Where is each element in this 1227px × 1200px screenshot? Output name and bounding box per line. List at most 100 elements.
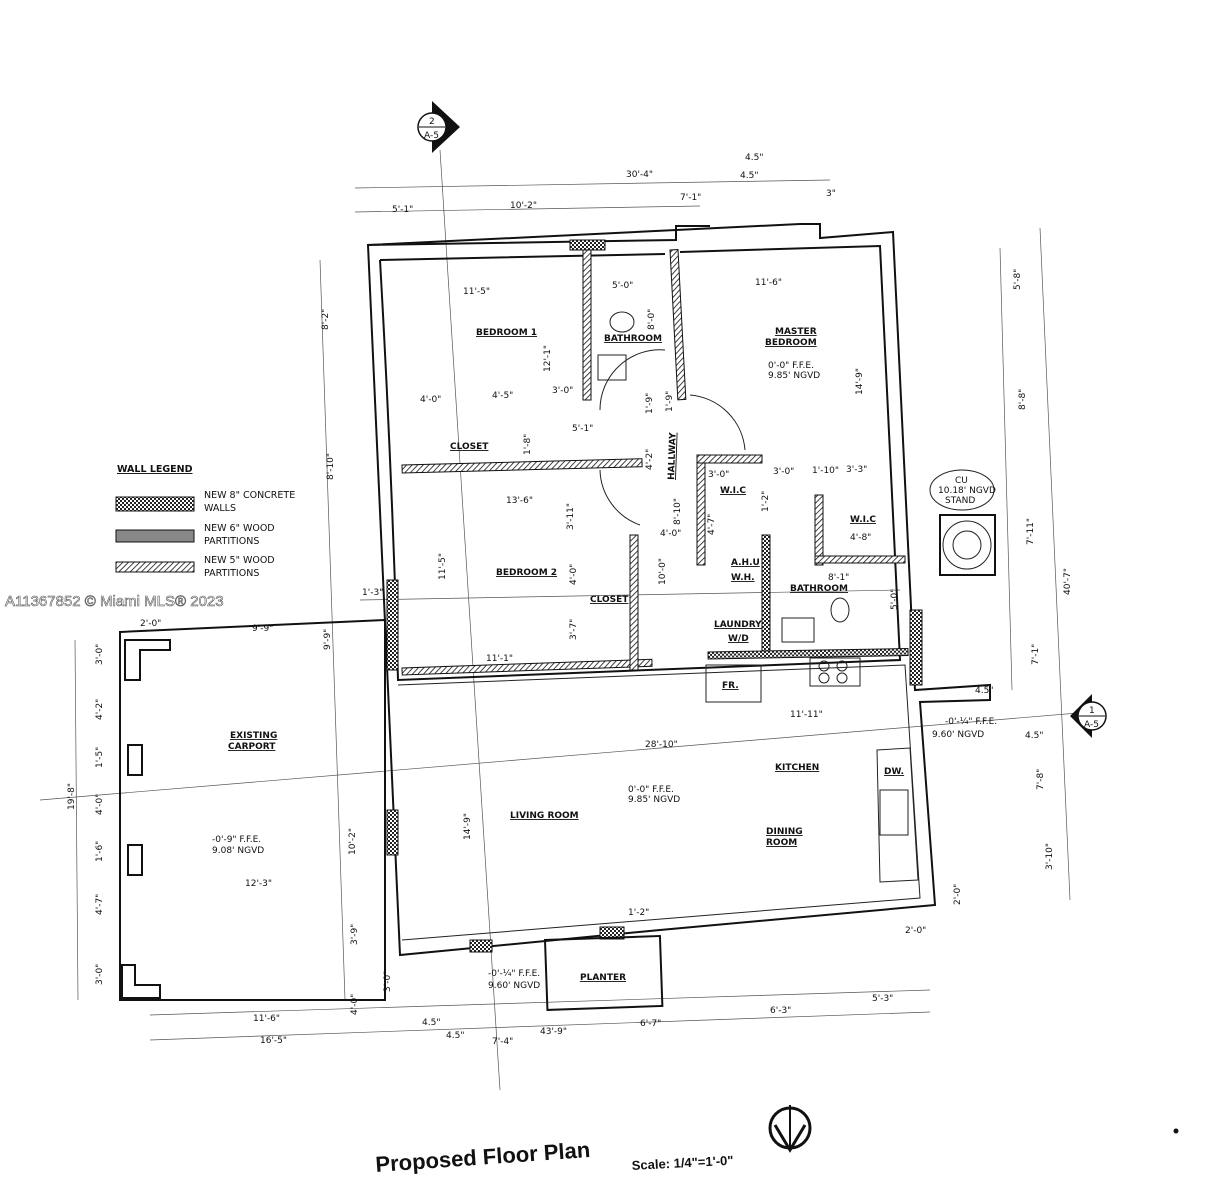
sink-icon [781, 617, 815, 643]
dim: 7'-11" [1026, 518, 1036, 545]
dim: 11'-6" [755, 278, 782, 288]
dim: 4'-7" [707, 514, 717, 535]
section-number: 1 [1089, 706, 1095, 716]
dim: 5'-0" [890, 589, 900, 610]
dim: 8'-10" [326, 453, 336, 480]
dim: 14'-9" [463, 813, 473, 840]
dim: 7'-8" [1036, 769, 1046, 790]
dim: 7'-1" [680, 193, 701, 203]
dim: 3'-11" [566, 503, 576, 530]
dim: 1'-10" [812, 466, 839, 476]
label-hallway: HALLWAY [667, 432, 679, 480]
dim: 1'-2" [761, 491, 771, 512]
dim: 3'-10" [1045, 843, 1055, 870]
dim: 11'-11" [790, 710, 823, 720]
stove-icon [809, 657, 861, 687]
dim: 2'-0" [905, 926, 926, 936]
dim: 3'-0" [552, 386, 573, 396]
dim: 4.5" [1025, 731, 1043, 741]
label-cu-ngvd: 10.18' NGVD [938, 486, 996, 496]
dim: 12'-1" [543, 345, 553, 372]
interior-walls [386, 239, 923, 953]
legend-heading: WALL LEGEND [117, 464, 193, 475]
side-ngvd: 9.60' NGVD [932, 730, 984, 740]
dim: 12'-3" [245, 879, 272, 889]
dim: 10'-2" [510, 201, 537, 211]
living-ngvd: 9.85' NGVD [628, 795, 680, 805]
label-bathroom-1: BATHROOM [604, 334, 662, 344]
plan-scale: Scale: 1/4"=1'-0" [631, 1153, 733, 1173]
dim: 3'-0" [708, 470, 729, 480]
dim: 3'-0" [383, 971, 393, 992]
dim: 5'-3" [872, 994, 893, 1004]
label-bedroom-1: BEDROOM 1 [476, 328, 537, 338]
toilet-icon [609, 311, 635, 333]
dim: 1'-3" [362, 588, 383, 598]
dim: 43'-9" [540, 1027, 567, 1037]
label-closet-1: CLOSET [450, 442, 489, 452]
dim: 6'-3" [770, 1006, 791, 1016]
dim: 8'-0" [647, 309, 657, 330]
sink-icon [597, 354, 627, 381]
dim: 11'-1" [486, 654, 513, 664]
dim: 3'-0" [95, 964, 105, 985]
room-labels: BEDROOM 1 BATHROOM MASTER BEDROOM CLOSET… [228, 327, 996, 983]
label-carport: CARPORT [228, 742, 276, 752]
master-ngvd: 9.85' NGVD [768, 371, 820, 381]
dim: 4'-0" [420, 395, 441, 405]
dim: 4'-0" [350, 994, 360, 1015]
label-closet-2: CLOSET [590, 595, 629, 605]
dim: 8'-1" [828, 573, 849, 583]
dim: 10'-0" [658, 558, 668, 585]
dim: 30'-4" [626, 170, 653, 180]
label-bedroom-2: BEDROOM 2 [496, 568, 557, 578]
dim: 16'-5" [260, 1036, 287, 1046]
label-ahu: A.H.U [731, 558, 760, 568]
dim: 1'-2" [628, 908, 649, 918]
north-arrow-icon [768, 1105, 812, 1153]
section-marker-right: 1 A-5 [1070, 694, 1107, 738]
dim: 14'-9" [855, 368, 865, 395]
label-bathroom-2: BATHROOM [790, 584, 848, 594]
concrete-wall-swatch [115, 496, 195, 512]
dim: 5'-0" [612, 281, 633, 291]
label-fridge: FR. [722, 681, 739, 691]
dim: 3'-0" [773, 467, 794, 477]
label-wic-1: W.I.C [720, 486, 746, 496]
dim: 7'-4" [492, 1037, 513, 1047]
ac-unit-icon [939, 514, 996, 576]
legend-label: PARTITIONS [204, 536, 259, 547]
dim: 3" [826, 189, 836, 199]
fixtures [119, 311, 996, 1011]
dim: 3'-3" [846, 465, 867, 475]
dim: 9'-9" [252, 624, 273, 634]
section-sheet: A-5 [1084, 720, 1099, 730]
legend-label: NEW 8" CONCRETE [204, 490, 295, 501]
dim: 4.5" [745, 153, 763, 163]
dim: 4'-0" [95, 794, 105, 815]
dim: 40'-7" [1063, 568, 1073, 595]
dim: 4'-2" [645, 449, 655, 470]
dim: 28'-10" [645, 740, 678, 750]
dim: 19'-8" [67, 783, 77, 810]
dim: 11'-6" [253, 1014, 280, 1024]
watermark: A11367852 © Miami MLS® 2023 [5, 593, 224, 610]
dim: 4'-5" [492, 391, 513, 401]
dim: 3'-0" [95, 644, 105, 665]
label-laundry: LAUNDRY [714, 620, 762, 630]
label-cu-stand: STAND [945, 496, 975, 506]
fridge-icon [705, 664, 762, 703]
living-ffe: 0'-0" F.F.E. [628, 785, 674, 795]
label-wd: W/D [728, 634, 749, 644]
label-living-room: LIVING ROOM [510, 811, 579, 821]
label-dishwasher: DW. [884, 767, 904, 777]
dim: 1'-6" [95, 841, 105, 862]
section-marker-top: 2 A-5 [417, 101, 460, 153]
dim: 10'-2" [348, 828, 358, 855]
label-wh: W.H. [731, 573, 755, 583]
dim: 9'-9" [323, 629, 333, 650]
label-planter: PLANTER [580, 973, 626, 983]
dim: 2'-0" [140, 619, 161, 629]
dim: 8'-2" [321, 309, 331, 330]
